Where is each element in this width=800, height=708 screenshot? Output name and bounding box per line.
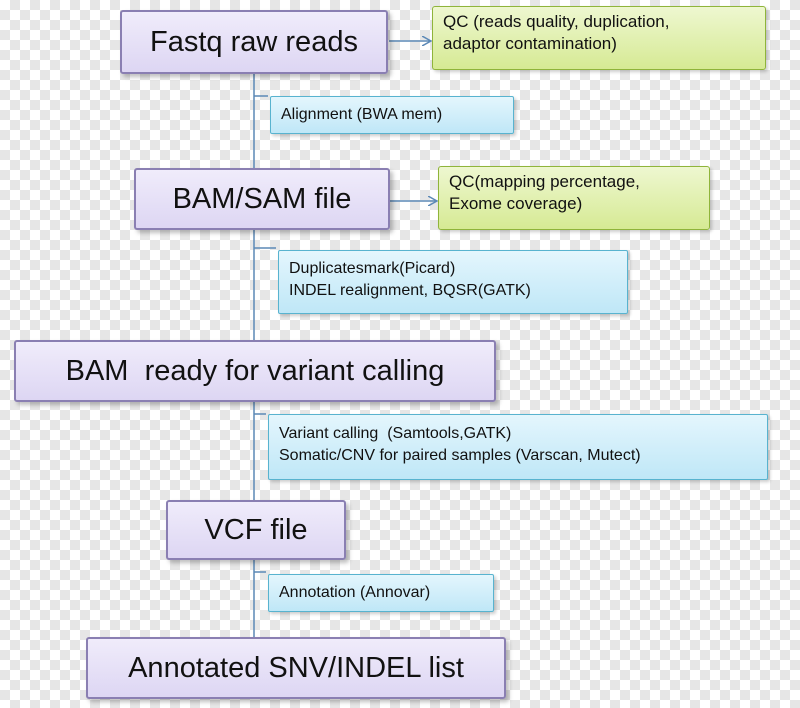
node-vcf-file: VCF file bbox=[166, 500, 346, 560]
node-bam-sam-file: BAM/SAM file bbox=[134, 168, 390, 230]
step-variant-box: Variant calling (Samtools,GATK) Somatic/… bbox=[268, 414, 768, 480]
step-variant-line-1: Variant calling (Samtools,GATK) bbox=[279, 425, 512, 442]
qc-reads-line-2: adaptor contamination) bbox=[443, 34, 617, 53]
qc-mapping-line-2: Exome coverage) bbox=[449, 194, 583, 213]
step-dedup-box: Duplicatesmark(Picard) INDEL realignment… bbox=[278, 250, 628, 314]
step-dedup-line-2: INDEL realignment, BQSR(GATK) bbox=[289, 282, 531, 299]
qc-mapping-line-1: QC(mapping percentage, bbox=[449, 172, 640, 191]
node-annotated-list: Annotated SNV/INDEL list bbox=[86, 637, 506, 699]
step-annotation-box: Annotation (Annovar) bbox=[268, 574, 494, 612]
step-dedup-line-1: Duplicatesmark(Picard) bbox=[289, 260, 456, 277]
node-fastq-label: Fastq raw reads bbox=[150, 25, 358, 58]
node-annotated-label: Annotated SNV/INDEL list bbox=[128, 651, 464, 684]
node-bam-sam-label: BAM/SAM file bbox=[172, 182, 352, 215]
step-variant-line-2: Somatic/CNV for paired samples (Varscan,… bbox=[279, 447, 641, 464]
step-alignment-box: Alignment (BWA mem) bbox=[270, 96, 514, 134]
qc-reads-box: QC (reads quality, duplication, adaptor … bbox=[432, 6, 766, 70]
step-alignment-label: Alignment (BWA mem) bbox=[281, 106, 443, 123]
step-annotation-label: Annotation (Annovar) bbox=[279, 584, 431, 601]
node-bam-ready: BAM ready for variant calling bbox=[14, 340, 496, 402]
node-bam-ready-label: BAM ready for variant calling bbox=[65, 354, 445, 387]
qc-mapping-box: QC(mapping percentage, Exome coverage) bbox=[438, 166, 710, 230]
node-vcf-label: VCF file bbox=[204, 513, 308, 546]
qc-reads-line-1: QC (reads quality, duplication, bbox=[443, 12, 670, 31]
node-fastq-raw-reads: Fastq raw reads bbox=[120, 10, 388, 74]
